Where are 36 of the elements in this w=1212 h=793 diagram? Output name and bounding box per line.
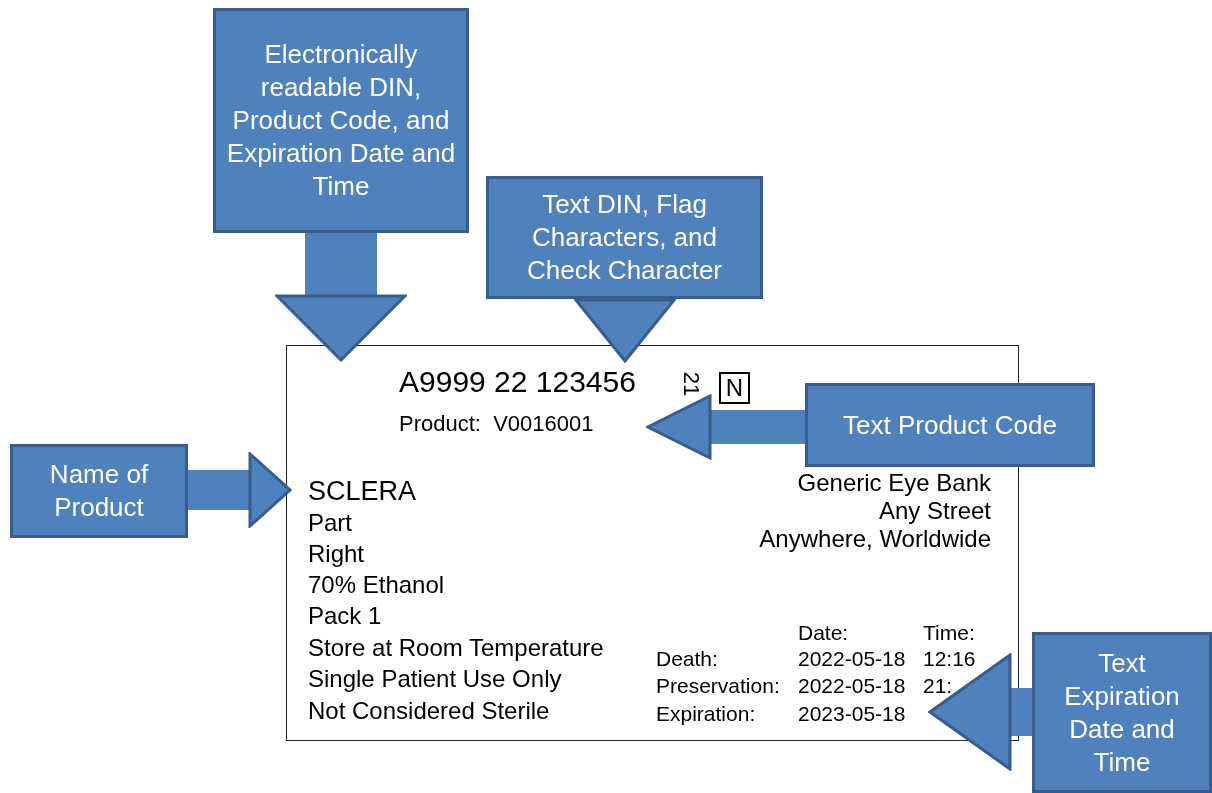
label-text: Any Street: [878, 497, 991, 525]
label-text: A9999 22 123456: [399, 365, 636, 400]
label-text: 2023-05-18: [798, 702, 906, 727]
label-text: Anywhere, Worldwide: [759, 525, 991, 553]
label-text: 2022-05-18: [798, 674, 906, 699]
callout-box: Text DIN, Flag Characters, and Check Character: [486, 176, 763, 299]
label-text: Store at Room Temperature: [308, 634, 604, 662]
block-arrow: [275, 233, 407, 362]
block-arrow: [188, 452, 292, 528]
label-text: 70% Ethanol: [308, 571, 445, 599]
label-text: Single Patient Use Only: [308, 665, 562, 693]
label-text: Part: [308, 509, 352, 537]
label-text: Preservation:: [656, 674, 780, 699]
product-code: V0016001: [493, 411, 594, 436]
block-arrow: [646, 394, 805, 460]
label-text: 21:: [923, 674, 953, 699]
field-label: Product:: [399, 411, 481, 436]
label-text: Not Considered Sterile: [308, 697, 550, 725]
callout-box: Text Product Code: [805, 383, 1095, 467]
label-text: Time:: [923, 621, 975, 646]
block-arrow: [574, 298, 676, 363]
label-text: Death:: [656, 647, 718, 672]
label-text: 2022-05-18: [798, 647, 906, 672]
label-text: SCLERA: [308, 476, 417, 508]
label-text: Date:: [798, 621, 849, 646]
label-text: Pack 1: [308, 602, 382, 630]
callout-box: Name of Product: [10, 444, 188, 538]
block-arrow: [928, 653, 1032, 771]
label-text: 12:16: [923, 647, 976, 672]
callout-box: Electronically readable DIN, Product Code, and Expiration Date and Time: [213, 8, 469, 233]
callout-box: Text Expiration Date and Time: [1032, 632, 1212, 793]
check-character: N: [719, 372, 750, 404]
label-text: Expiration:: [656, 702, 756, 727]
label-text: Generic Eye Bank: [797, 469, 991, 497]
flag-characters: 21: [680, 371, 703, 397]
label-text: Right: [308, 540, 365, 568]
